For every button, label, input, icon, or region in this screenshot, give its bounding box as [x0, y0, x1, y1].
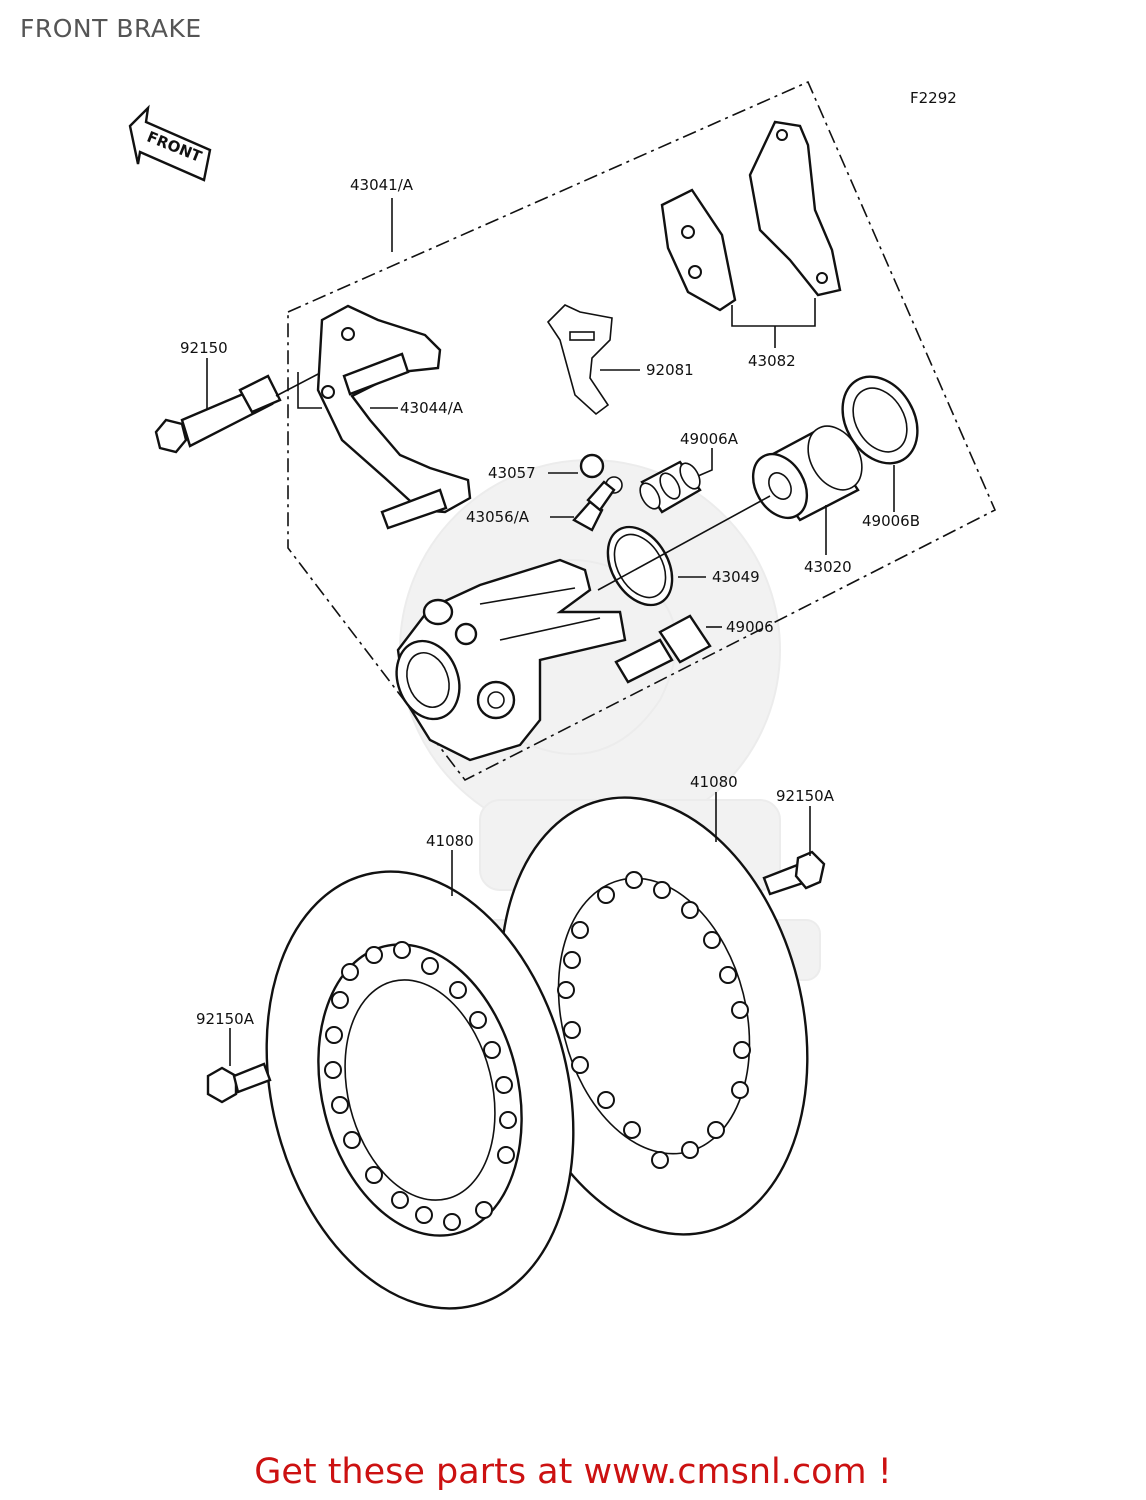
label-43056A: 43056/A — [466, 508, 530, 526]
bleeder-cap — [579, 453, 623, 494]
piston-seal — [606, 525, 674, 607]
caliper-body — [395, 558, 627, 762]
brake-pads — [660, 120, 842, 327]
label-92150: 92150 — [180, 339, 228, 357]
label-92150A-left: 92150A — [196, 1010, 255, 1028]
label-49006: 49006 — [726, 618, 774, 636]
disc-bolt-right — [762, 850, 826, 896]
footer-link[interactable]: Get these parts at www.cmsnl.com ! — [254, 1452, 892, 1492]
label-92081: 92081 — [646, 361, 694, 379]
label-49006A: 49006A — [680, 430, 739, 448]
label-43020: 43020 — [804, 558, 852, 576]
label-41080-front: 41080 — [426, 832, 474, 850]
boot-upper — [639, 460, 702, 514]
bleeder-valve — [572, 480, 616, 532]
label-43082: 43082 — [748, 352, 796, 370]
figure-code: F2292 — [910, 89, 957, 107]
label-43041A: 43041/A — [350, 176, 414, 194]
boot-lower — [614, 614, 712, 684]
caliper-bolt — [154, 374, 282, 454]
label-92150A-right: 92150A — [776, 787, 835, 805]
label-43044A: 43044/A — [400, 399, 464, 417]
page-title: FRONT BRAKE — [20, 14, 202, 43]
brake-disc-rear — [499, 796, 809, 1236]
caliper-bracket — [316, 304, 472, 530]
piston — [751, 425, 863, 522]
label-43049: 43049 — [712, 568, 760, 586]
brake-disc-front — [265, 870, 575, 1310]
label-49006B: 49006B — [862, 512, 920, 530]
label-41080-rear: 41080 — [690, 773, 738, 791]
front-arrow-icon: FRONT — [128, 104, 212, 182]
disc-bolt-left — [206, 1062, 272, 1104]
caliper-assembly-outline — [287, 80, 997, 782]
dust-seal — [841, 375, 919, 465]
label-43057: 43057 — [488, 464, 536, 482]
pad-spring — [546, 304, 613, 416]
